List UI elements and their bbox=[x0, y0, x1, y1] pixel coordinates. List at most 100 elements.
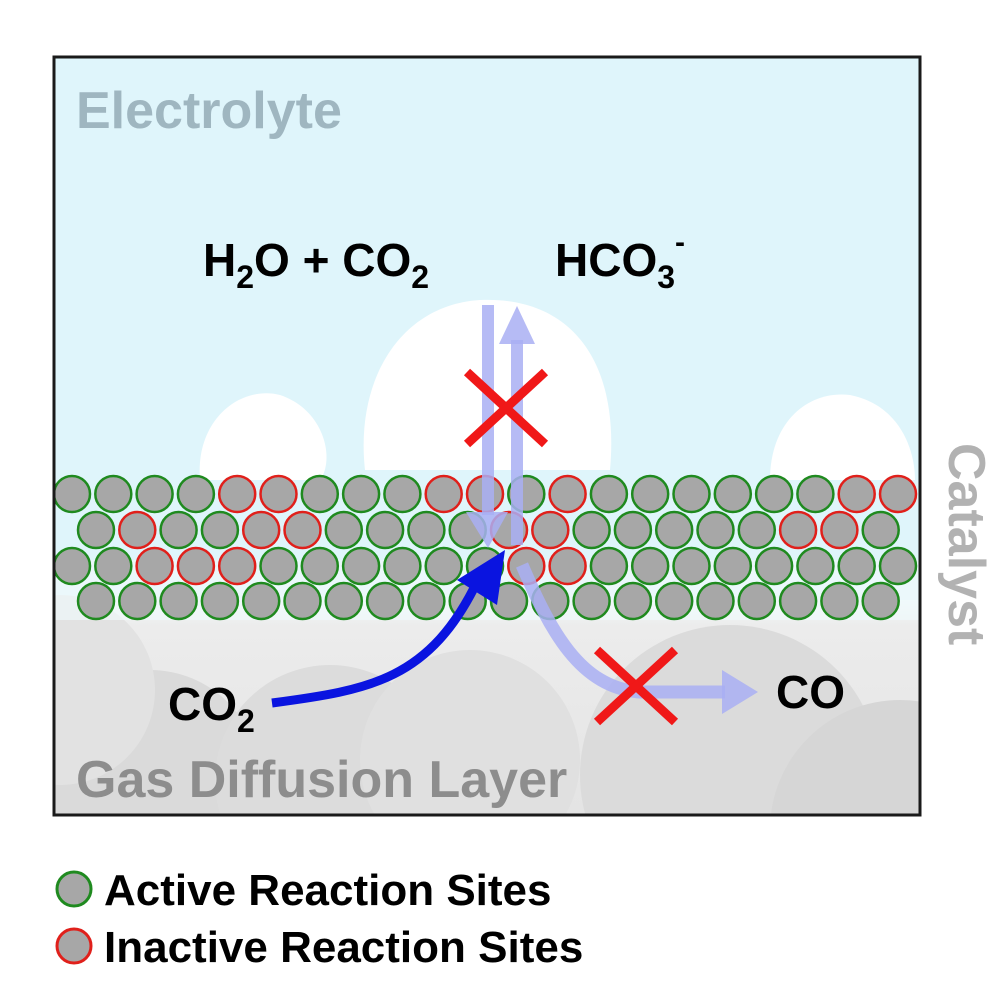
hco3-subscript: 3 bbox=[657, 259, 675, 295]
inactive-reaction-site bbox=[241, 510, 281, 550]
active-reaction-site bbox=[820, 581, 859, 621]
inactive-reaction-site bbox=[778, 510, 818, 550]
inactive-reaction-site bbox=[217, 546, 257, 586]
active-reaction-site bbox=[324, 510, 364, 550]
active-reaction-site bbox=[796, 546, 835, 586]
active-reaction-site bbox=[135, 474, 174, 514]
active-reaction-site bbox=[241, 581, 281, 621]
active-reaction-site bbox=[630, 546, 670, 586]
co2-base: CO bbox=[168, 678, 237, 730]
active-reaction-site bbox=[589, 474, 629, 514]
active-reaction-site bbox=[200, 581, 240, 621]
inactive-reaction-site bbox=[217, 474, 257, 514]
active-reaction-site bbox=[365, 510, 405, 550]
active-reaction-site bbox=[630, 474, 670, 514]
active-reaction-site bbox=[407, 581, 446, 621]
active-reaction-site bbox=[754, 474, 794, 514]
red-x-icon bbox=[463, 368, 549, 448]
hco3-superscript: - bbox=[675, 226, 685, 259]
active-reaction-site bbox=[424, 546, 463, 586]
h2o-subscript: 2 bbox=[236, 259, 254, 295]
inactive-reaction-site bbox=[283, 510, 322, 550]
legend-active-label: Active Reaction Sites bbox=[104, 866, 552, 915]
active-reaction-site bbox=[118, 581, 157, 621]
active-reaction-site bbox=[383, 474, 422, 514]
active-reaction-site bbox=[737, 581, 777, 621]
co2-supply-arrow bbox=[271, 578, 483, 708]
inactive-reaction-site bbox=[135, 546, 174, 586]
active-reaction-site bbox=[713, 474, 753, 514]
active-reaction-site bbox=[200, 510, 240, 550]
co-out-arrowhead bbox=[722, 670, 758, 714]
active-reaction-site bbox=[572, 510, 611, 550]
active-reaction-site bbox=[672, 546, 711, 586]
active-reaction-site bbox=[589, 546, 629, 586]
active-reaction-site bbox=[94, 546, 133, 586]
active-reaction-site bbox=[654, 581, 694, 621]
active-reaction-site bbox=[52, 474, 92, 514]
active-reaction-site bbox=[76, 581, 116, 621]
diagram-frame bbox=[52, 55, 922, 817]
inactive-reaction-site bbox=[259, 474, 298, 514]
co2-input-label: CO2 bbox=[168, 678, 255, 739]
legend: Active Reaction Sites Inactive Reaction … bbox=[55, 866, 583, 972]
electrolyte-label: Electrolyte bbox=[76, 82, 342, 140]
active-reaction-site bbox=[613, 510, 653, 550]
active-reaction-site bbox=[878, 546, 918, 586]
inactive-reaction-site bbox=[118, 510, 157, 550]
bicarbonate-label: HCO3- bbox=[555, 226, 685, 295]
active-reaction-site bbox=[76, 510, 116, 550]
inactive-reaction-site bbox=[820, 510, 859, 550]
hco3-up-arrow bbox=[511, 340, 523, 545]
active-reaction-site bbox=[407, 510, 446, 550]
inactive-reaction-site bbox=[837, 474, 876, 514]
active-reaction-site bbox=[654, 510, 694, 550]
active-reaction-site bbox=[259, 546, 298, 586]
active-reaction-site bbox=[159, 510, 198, 550]
active-reaction-site bbox=[94, 474, 133, 514]
active-reaction-site bbox=[300, 546, 340, 586]
active-reaction-site bbox=[796, 474, 835, 514]
active-reaction-site bbox=[572, 581, 611, 621]
green-outlined-circle-icon bbox=[55, 870, 93, 908]
active-reaction-site bbox=[341, 474, 381, 514]
hco3-base: HCO bbox=[555, 234, 657, 286]
active-reaction-site bbox=[176, 474, 216, 514]
active-reaction-site bbox=[365, 581, 405, 621]
active-reaction-site bbox=[713, 546, 753, 586]
inactive-reaction-site bbox=[424, 474, 463, 514]
active-reaction-site bbox=[861, 510, 900, 550]
hco3-up-arrowhead bbox=[499, 306, 535, 344]
inactive-reaction-site bbox=[548, 546, 587, 586]
inactive-reaction-site bbox=[531, 510, 570, 550]
active-reaction-site bbox=[300, 474, 340, 514]
h2o-co2-rest: O + CO bbox=[254, 234, 411, 286]
active-reaction-site bbox=[754, 546, 794, 586]
active-reaction-site bbox=[672, 474, 711, 514]
active-reaction-site bbox=[159, 581, 198, 621]
active-reaction-site bbox=[324, 581, 364, 621]
active-reaction-site bbox=[861, 581, 900, 621]
active-reaction-site bbox=[696, 581, 735, 621]
active-reaction-site bbox=[737, 510, 777, 550]
red-outlined-circle-icon bbox=[55, 927, 93, 965]
gdl-fibres bbox=[54, 595, 920, 815]
active-reaction-site bbox=[778, 581, 818, 621]
active-reaction-site bbox=[613, 581, 653, 621]
co2-subscript: 2 bbox=[411, 259, 429, 295]
co-output-label: CO bbox=[776, 666, 845, 718]
h2o-h: H bbox=[203, 234, 236, 286]
red-x-icon bbox=[593, 646, 679, 726]
h2o-co2-down-arrowhead bbox=[466, 512, 508, 548]
active-reaction-site bbox=[283, 581, 322, 621]
catalyst-label: Catalyst bbox=[937, 443, 995, 645]
co2-in-subscript: 2 bbox=[237, 703, 255, 739]
h2o-co2-down-arrow bbox=[482, 305, 494, 515]
legend-inactive-label: Inactive Reaction Sites bbox=[104, 923, 583, 972]
inactive-reaction-site bbox=[176, 546, 216, 586]
active-reaction-site bbox=[837, 546, 876, 586]
active-reaction-site bbox=[52, 546, 92, 586]
gas-diffusion-layer-label: Gas Diffusion Layer bbox=[76, 751, 567, 809]
